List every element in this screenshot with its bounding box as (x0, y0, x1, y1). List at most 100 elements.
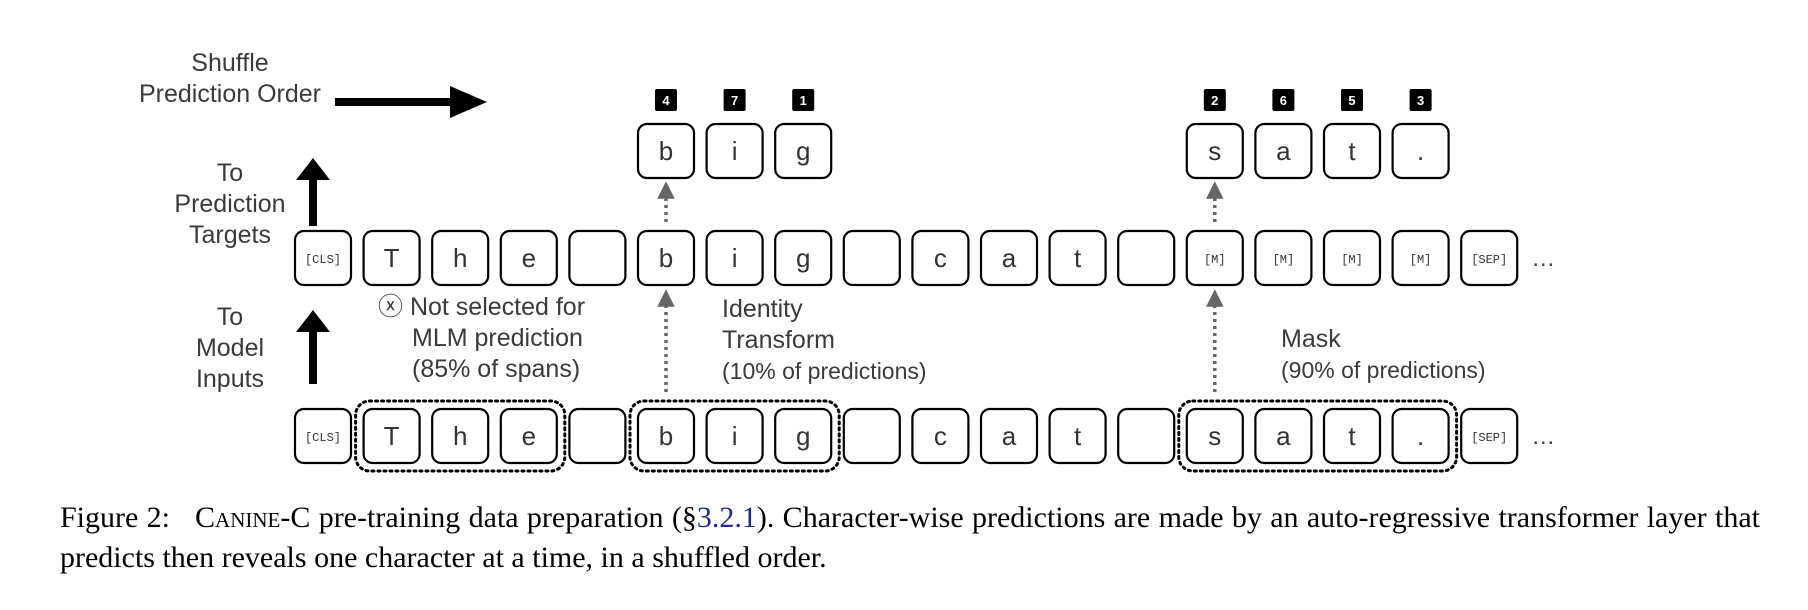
model-token-label: i (732, 243, 738, 273)
input-token-box (911, 407, 970, 465)
target-char: b (659, 136, 673, 166)
left-order-badge-0: 4 (655, 89, 677, 111)
input-token-8 (842, 407, 901, 465)
shuffle-label: Shuffle Prediction Order (110, 48, 350, 110)
input-token-10: a (979, 407, 1039, 465)
model-token-box (431, 229, 490, 287)
model-token-box (1254, 229, 1313, 287)
order-badge-number: 3 (1417, 93, 1424, 108)
model-token-label: [M] (1410, 253, 1432, 267)
caption-figure-number: Figure 2: (60, 501, 170, 534)
order-badge-bg (723, 89, 746, 111)
right-target-1: a (1254, 122, 1313, 180)
input-token-16: . (1391, 407, 1450, 465)
caption-section-link[interactable]: 3.2.1 (696, 501, 757, 534)
input-token-box (293, 407, 353, 465)
model-token-box (705, 229, 764, 287)
caption-name-smallcaps: anine (215, 501, 281, 534)
model-ellipsis: … (1531, 245, 1555, 272)
mask-line2: (90% of predictions) (1281, 357, 1486, 383)
input-token-7: g (774, 407, 833, 465)
model-token-label: T (384, 243, 400, 273)
input-token-label: c (934, 421, 947, 451)
order-badge-number: 2 (1211, 93, 1218, 108)
model-token-box (362, 229, 421, 287)
target-box (774, 122, 833, 180)
model-token-box (1048, 229, 1107, 287)
model-token-label: g (796, 243, 810, 273)
input-token-label: s (1208, 421, 1221, 451)
not-selected-line3: (85% of spans) (412, 355, 581, 383)
input-token-box (979, 407, 1039, 465)
order-badge-number: 1 (800, 93, 807, 108)
order-badge-bg (1272, 89, 1295, 111)
input-token-label: a (1002, 421, 1017, 451)
target-box (705, 122, 764, 180)
input-token-2: h (431, 407, 490, 465)
model-token-box (842, 229, 901, 287)
model-token-box (1391, 229, 1450, 287)
input-token-label: . (1417, 421, 1424, 451)
to-targets-line3: Targets (189, 221, 271, 249)
model-token-4 (568, 229, 627, 287)
order-badge-bg (1409, 89, 1432, 111)
right-order-badge-2: 5 (1341, 89, 1363, 111)
model-token-box (1460, 229, 1519, 287)
order-badge-number: 4 (662, 93, 670, 108)
model-token-12 (1117, 229, 1176, 287)
model-token-11: t (1048, 229, 1107, 287)
input-token-box (362, 407, 421, 465)
target-char: . (1417, 136, 1424, 166)
target-box (636, 122, 696, 180)
figure-caption: Figure 2: Canine-C pre-training data pre… (60, 498, 1760, 578)
target-char: i (732, 136, 738, 166)
input-ellipsis: … (1531, 423, 1555, 450)
model-token-3: e (499, 229, 558, 287)
input-token-box (1117, 407, 1176, 465)
identity-label: Identity Transform (10% of predictions) (722, 294, 927, 387)
model-token-box (1117, 229, 1176, 287)
input-token-box (842, 407, 901, 465)
input-token-box (499, 407, 558, 465)
target-box (1322, 122, 1382, 180)
input-token-label: t (1348, 421, 1356, 451)
input-token-9: c (911, 407, 970, 465)
identity-line2: Transform (722, 326, 835, 354)
target-box (1391, 122, 1450, 180)
model-token-label: c (934, 243, 947, 273)
model-token-label: [M] (1204, 253, 1226, 267)
to-inputs-line2: Model (195, 334, 265, 362)
input-token-3: e (499, 407, 558, 465)
input-token-box (636, 407, 696, 465)
input-token-box (1048, 407, 1107, 465)
left-order-badge-2: 1 (792, 89, 815, 111)
caption-model-name: Canine-C (195, 501, 310, 534)
input-token-label: [CLS] (305, 431, 341, 445)
right-order-badge-0: 2 (1203, 89, 1226, 111)
model-token-7: g (774, 229, 833, 287)
not-selected-line1: ⓧ Not selected for (378, 293, 586, 321)
model-token-box (911, 229, 970, 287)
input-token-label: i (732, 421, 738, 451)
order-badge-bg (792, 89, 815, 111)
caption-text-a: pre-training data preparation (§ (310, 501, 697, 534)
model-token-10: a (979, 229, 1039, 287)
to-targets-label: To Prediction Targets (155, 158, 305, 251)
input-token-17: [SEP] (1460, 407, 1519, 465)
caption-name-suffix: -C (280, 501, 311, 534)
model-token-13: [M] (1185, 229, 1244, 287)
model-token-17: [SEP] (1460, 229, 1519, 287)
input-token-label: b (659, 421, 673, 451)
model-token-box (293, 229, 353, 287)
model-token-box (636, 229, 696, 287)
input-token-box (774, 407, 833, 465)
model-token-label: [M] (1273, 253, 1295, 267)
model-token-5: b (636, 229, 696, 287)
input-token-0: [CLS] (293, 407, 353, 465)
span-the-dotted-box (354, 399, 567, 473)
model-token-label: t (1074, 243, 1082, 273)
not-selected-label: ⓧ Not selected for MLM prediction (85% o… (378, 292, 585, 385)
input-token-14: a (1254, 407, 1313, 465)
input-token-box (431, 407, 490, 465)
